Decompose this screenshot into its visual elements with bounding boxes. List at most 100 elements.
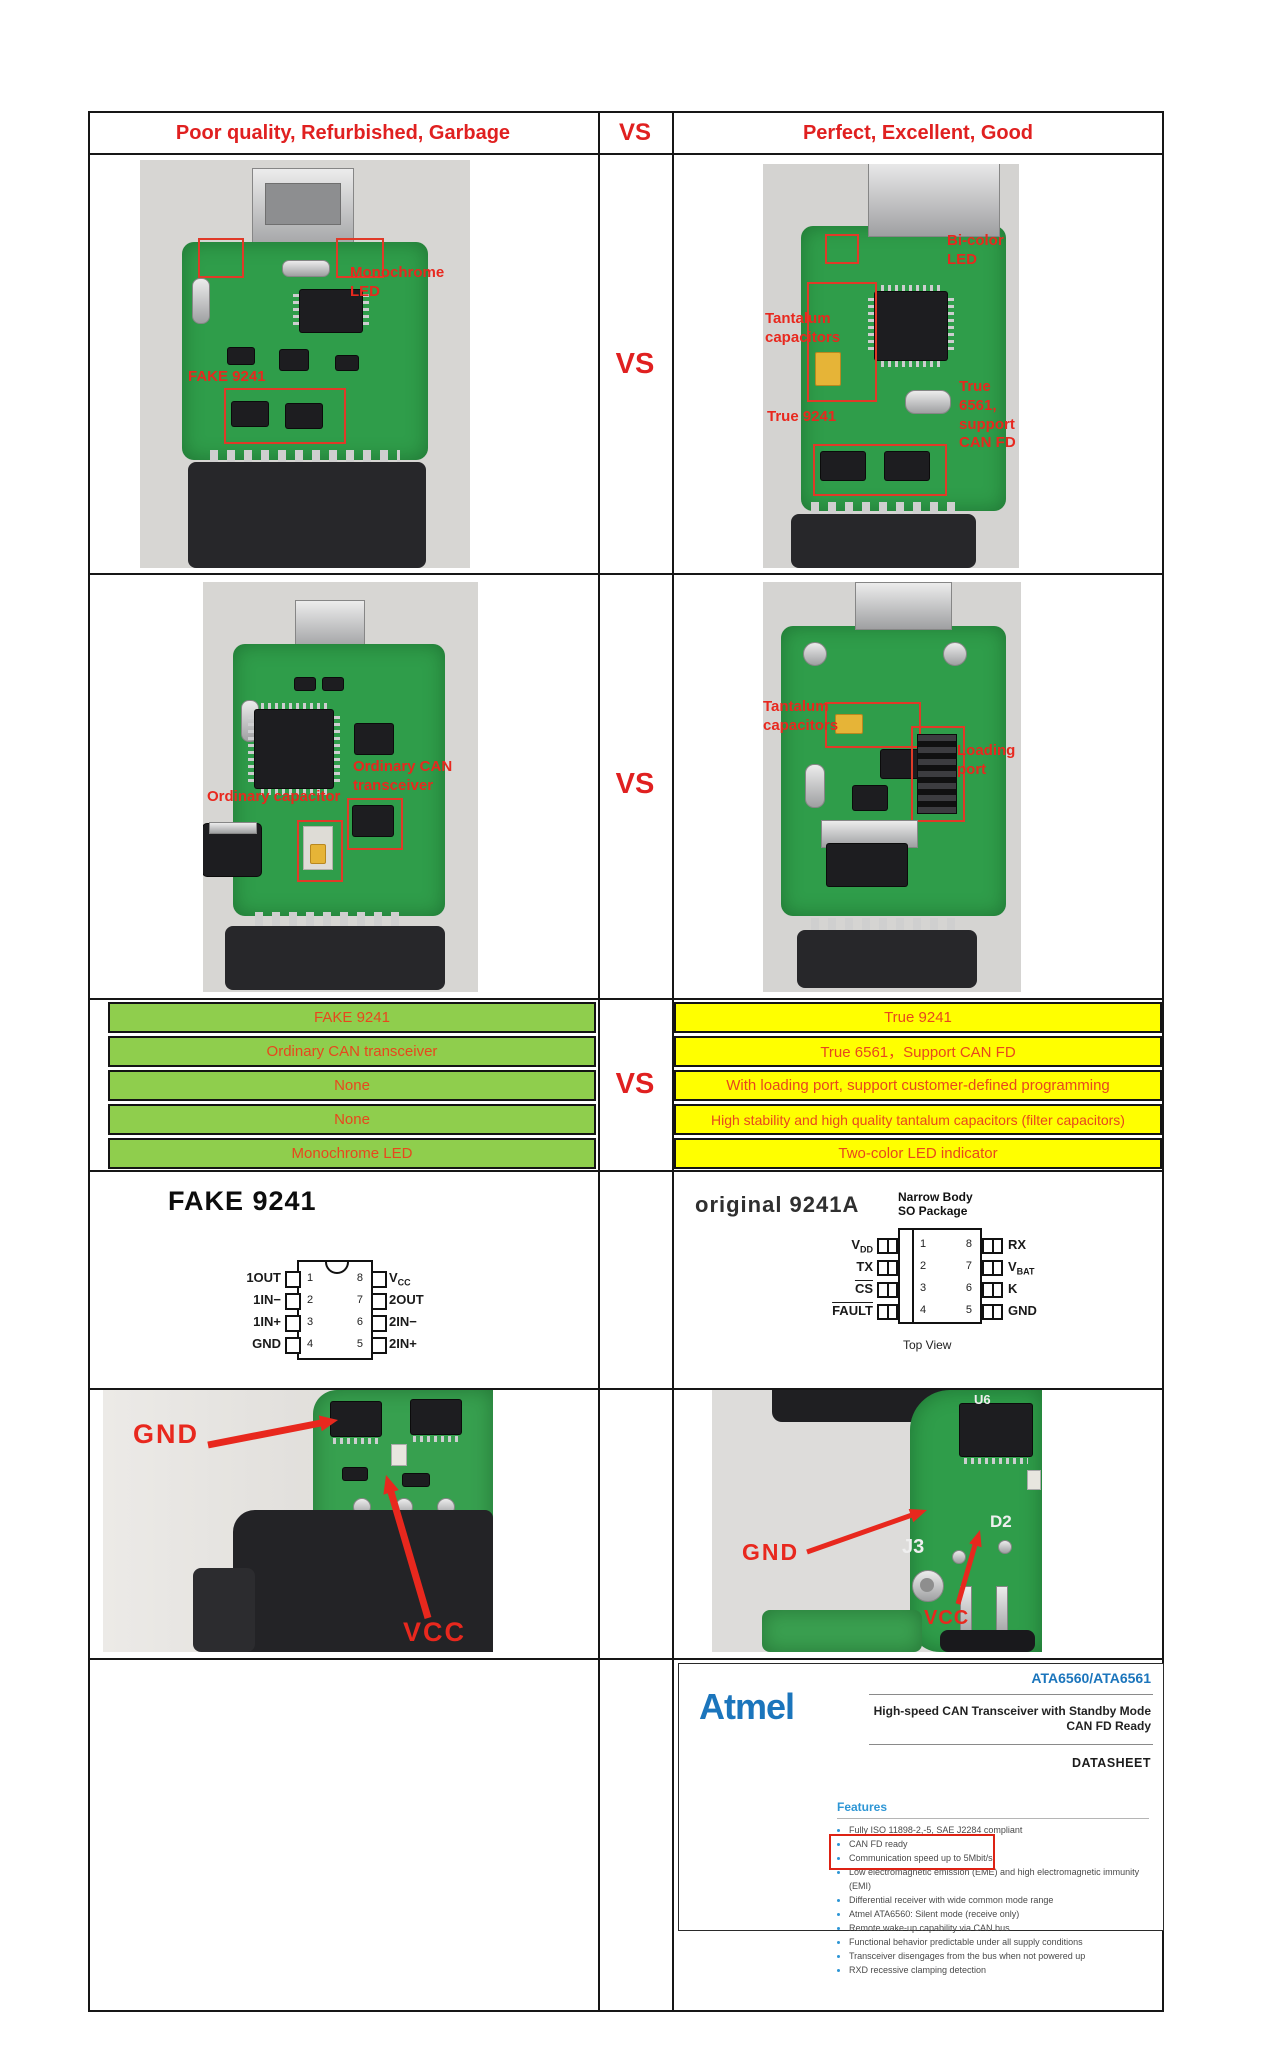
loading-port-highlight-box <box>911 726 965 822</box>
annotation-loading-port: Loading port <box>957 742 1016 778</box>
comparison-row-left: None <box>108 1070 596 1101</box>
pin-label: FAULT <box>795 1303 873 1318</box>
pinout-original-diagram: 1 2 3 4 8 7 6 5 VDD TX CS FAULT RX VBAT … <box>795 1222 1095 1362</box>
grid-hline-1 <box>88 153 1164 155</box>
pin-stub <box>877 1304 898 1320</box>
photo-fake-board-bottom: Ordinary capacitor Ordinary CAN transcei… <box>203 582 478 992</box>
comparison-row-right: With loading port, support customer-defi… <box>674 1070 1162 1101</box>
chip-legs <box>948 298 954 354</box>
chip-legs <box>293 294 299 328</box>
pin-label: GND <box>1008 1303 1037 1318</box>
atmel-logo: Atmel <box>699 1686 795 1727</box>
datasheet-part-number: ATA6560/ATA6561 <box>1031 1670 1151 1686</box>
pin-label: GND <box>202 1336 281 1351</box>
chip-legs <box>248 716 254 782</box>
header-left: Poor quality, Refurbished, Garbage <box>175 121 511 144</box>
screw-hole-center <box>920 1578 934 1592</box>
pin-number: 4 <box>307 1338 314 1350</box>
component <box>228 348 254 364</box>
annotation-ordinary-capacitor: Ordinary capacitor <box>207 788 341 805</box>
component <box>881 750 923 778</box>
transceiver-highlight-box <box>347 798 403 850</box>
crystal-oscillator <box>905 390 951 414</box>
tantalum-capacitor <box>815 352 841 386</box>
pin-number: 2 <box>307 1294 314 1306</box>
chip-legs <box>363 294 369 328</box>
obd-connector <box>225 926 445 990</box>
pin-label-text: V <box>389 1270 398 1285</box>
capacitor-highlight-box <box>807 282 877 402</box>
ordinary-can-chip <box>353 806 393 836</box>
feature-item: Communication speed up to 5Mbit/s <box>849 1851 1155 1865</box>
board-pins <box>210 450 400 464</box>
datasheet-title: High-speed CAN Transceiver with Standby … <box>874 1704 1151 1734</box>
component <box>323 678 343 690</box>
silkscreen-d2: D2 <box>990 1512 1012 1531</box>
capacitor-highlight-box <box>825 702 921 748</box>
pin-label: K <box>1008 1281 1017 1296</box>
capacitor-core <box>310 844 326 864</box>
feature-item: Functional behavior predictable under al… <box>849 1935 1155 1949</box>
feature-item: Remote wake-up capability via CAN bus <box>849 1921 1155 1935</box>
pin-label: 1IN− <box>202 1292 281 1307</box>
pin-label-text: RX <box>1008 1237 1027 1252</box>
pin-label: 2IN− <box>389 1314 417 1329</box>
annotation-ordinary-can: Ordinary CAN transceiver <box>353 758 453 794</box>
pin-label: 1OUT <box>202 1270 281 1285</box>
vs-label-row3: VS <box>615 1067 655 1100</box>
fake-chip-highlight-box <box>224 388 346 444</box>
pin-label-text: FAULT <box>832 1303 873 1318</box>
rule <box>869 1744 1153 1745</box>
pcb-board-bottom <box>762 1610 922 1652</box>
chip-legs <box>261 703 327 709</box>
features-list: Fully ISO 11898-2,-5, SAE J2284 complian… <box>837 1823 1155 1977</box>
datasheet-doc-type: DATASHEET <box>1071 1756 1151 1770</box>
gnd-arrow-icon <box>207 1419 322 1449</box>
usb-connector <box>868 164 1000 237</box>
pin-label-text: GND <box>1008 1303 1037 1318</box>
chip-legs <box>964 1458 1028 1464</box>
top-view-label: Top View <box>903 1338 952 1352</box>
features-heading: Features <box>837 1800 888 1814</box>
so8-body: 1 2 3 4 8 7 6 5 <box>898 1228 982 1324</box>
comparison-row-left: FAKE 9241 <box>108 1002 596 1033</box>
pin-number: 4 <box>920 1304 927 1316</box>
pin-number: 5 <box>965 1304 972 1316</box>
datasheet-title-line1: High-speed CAN Transceiver with Standby … <box>873 1704 1151 1718</box>
led-highlight-box <box>198 238 244 278</box>
comparison-row-right: True 9241 <box>674 1002 1162 1033</box>
chip-legs <box>881 285 941 291</box>
pin-stub <box>982 1282 1003 1298</box>
pin-stub <box>982 1238 1003 1254</box>
photo-genuine-board-bottom: Tantalum capacitors Loading port <box>763 582 1021 992</box>
led-highlight-box <box>336 238 384 278</box>
screw-hole <box>943 642 967 666</box>
grid-vline-left <box>598 111 600 2010</box>
pin-stub <box>371 1293 387 1310</box>
feature-item: Atmel ATA6560: Silent mode (receive only… <box>849 1907 1155 1921</box>
annotation-vcc: VCC <box>403 1617 467 1647</box>
board-pins <box>811 918 961 930</box>
component <box>280 350 308 370</box>
header-vs-label: VS <box>618 119 651 146</box>
obd-connector <box>188 462 426 568</box>
fake-transceiver-chip <box>232 402 268 426</box>
main-chip <box>255 710 333 788</box>
pin-label-sub: CC <box>397 1277 411 1288</box>
pin-number: 3 <box>920 1282 927 1294</box>
pin-stub <box>982 1260 1003 1276</box>
obd-connector-edge <box>193 1568 255 1652</box>
usb-connector <box>855 582 952 630</box>
annotation-bicolor-led: Bi-color LED <box>947 232 1004 268</box>
chip-legs <box>413 1436 459 1442</box>
pin-number: 8 <box>356 1272 363 1284</box>
annotation-tantalum: Tantalum capacitors <box>763 698 839 734</box>
component <box>403 1474 429 1486</box>
pin-label: VCC <box>389 1270 411 1288</box>
datasheet-title-line2: CAN FD Ready <box>1066 1719 1151 1733</box>
header-right: Perfect, Excellent, Good <box>802 121 1034 144</box>
annotation-gnd: GND <box>742 1539 800 1565</box>
obd-connector <box>233 1510 493 1652</box>
pin-stub <box>285 1271 301 1288</box>
feature-item: Differential receiver with wide common m… <box>849 1893 1155 1907</box>
